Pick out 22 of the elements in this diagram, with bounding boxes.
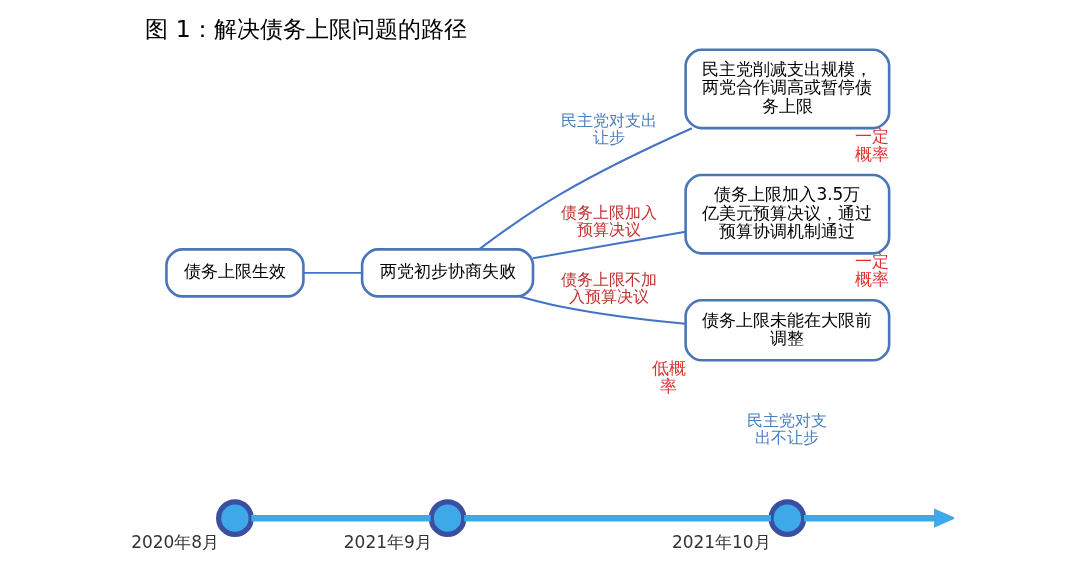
edge-label: 债务上限不加入预算决议 xyxy=(561,270,658,307)
node-label: 低概率 xyxy=(651,357,686,397)
node-circle xyxy=(216,499,254,538)
diagram-title: 图 1：解决债务上限问题的路径 xyxy=(145,15,467,44)
node-circle xyxy=(768,499,807,538)
node-circle xyxy=(428,499,467,538)
node-label: 2021年10月 xyxy=(671,532,771,553)
connector xyxy=(519,295,687,325)
node-label: 2021年9月 xyxy=(343,532,432,553)
label: 民主党对支出不让步 xyxy=(747,411,828,448)
connector xyxy=(464,514,771,522)
arrow xyxy=(803,508,954,528)
connector xyxy=(251,514,431,522)
node-box: 两党初步协商失败 xyxy=(360,248,535,298)
connector xyxy=(478,127,693,251)
edge-label: 债务上限加入预算决议 xyxy=(561,202,658,239)
connector xyxy=(302,271,363,274)
node-label: 2020年8月 xyxy=(131,532,220,553)
node-box: 债务上限生效 xyxy=(165,248,305,298)
node-box: 债务上限未能在大限前调整 xyxy=(684,298,891,362)
edge-label: 民主党对支出让步 xyxy=(561,111,658,148)
connector xyxy=(532,230,687,260)
